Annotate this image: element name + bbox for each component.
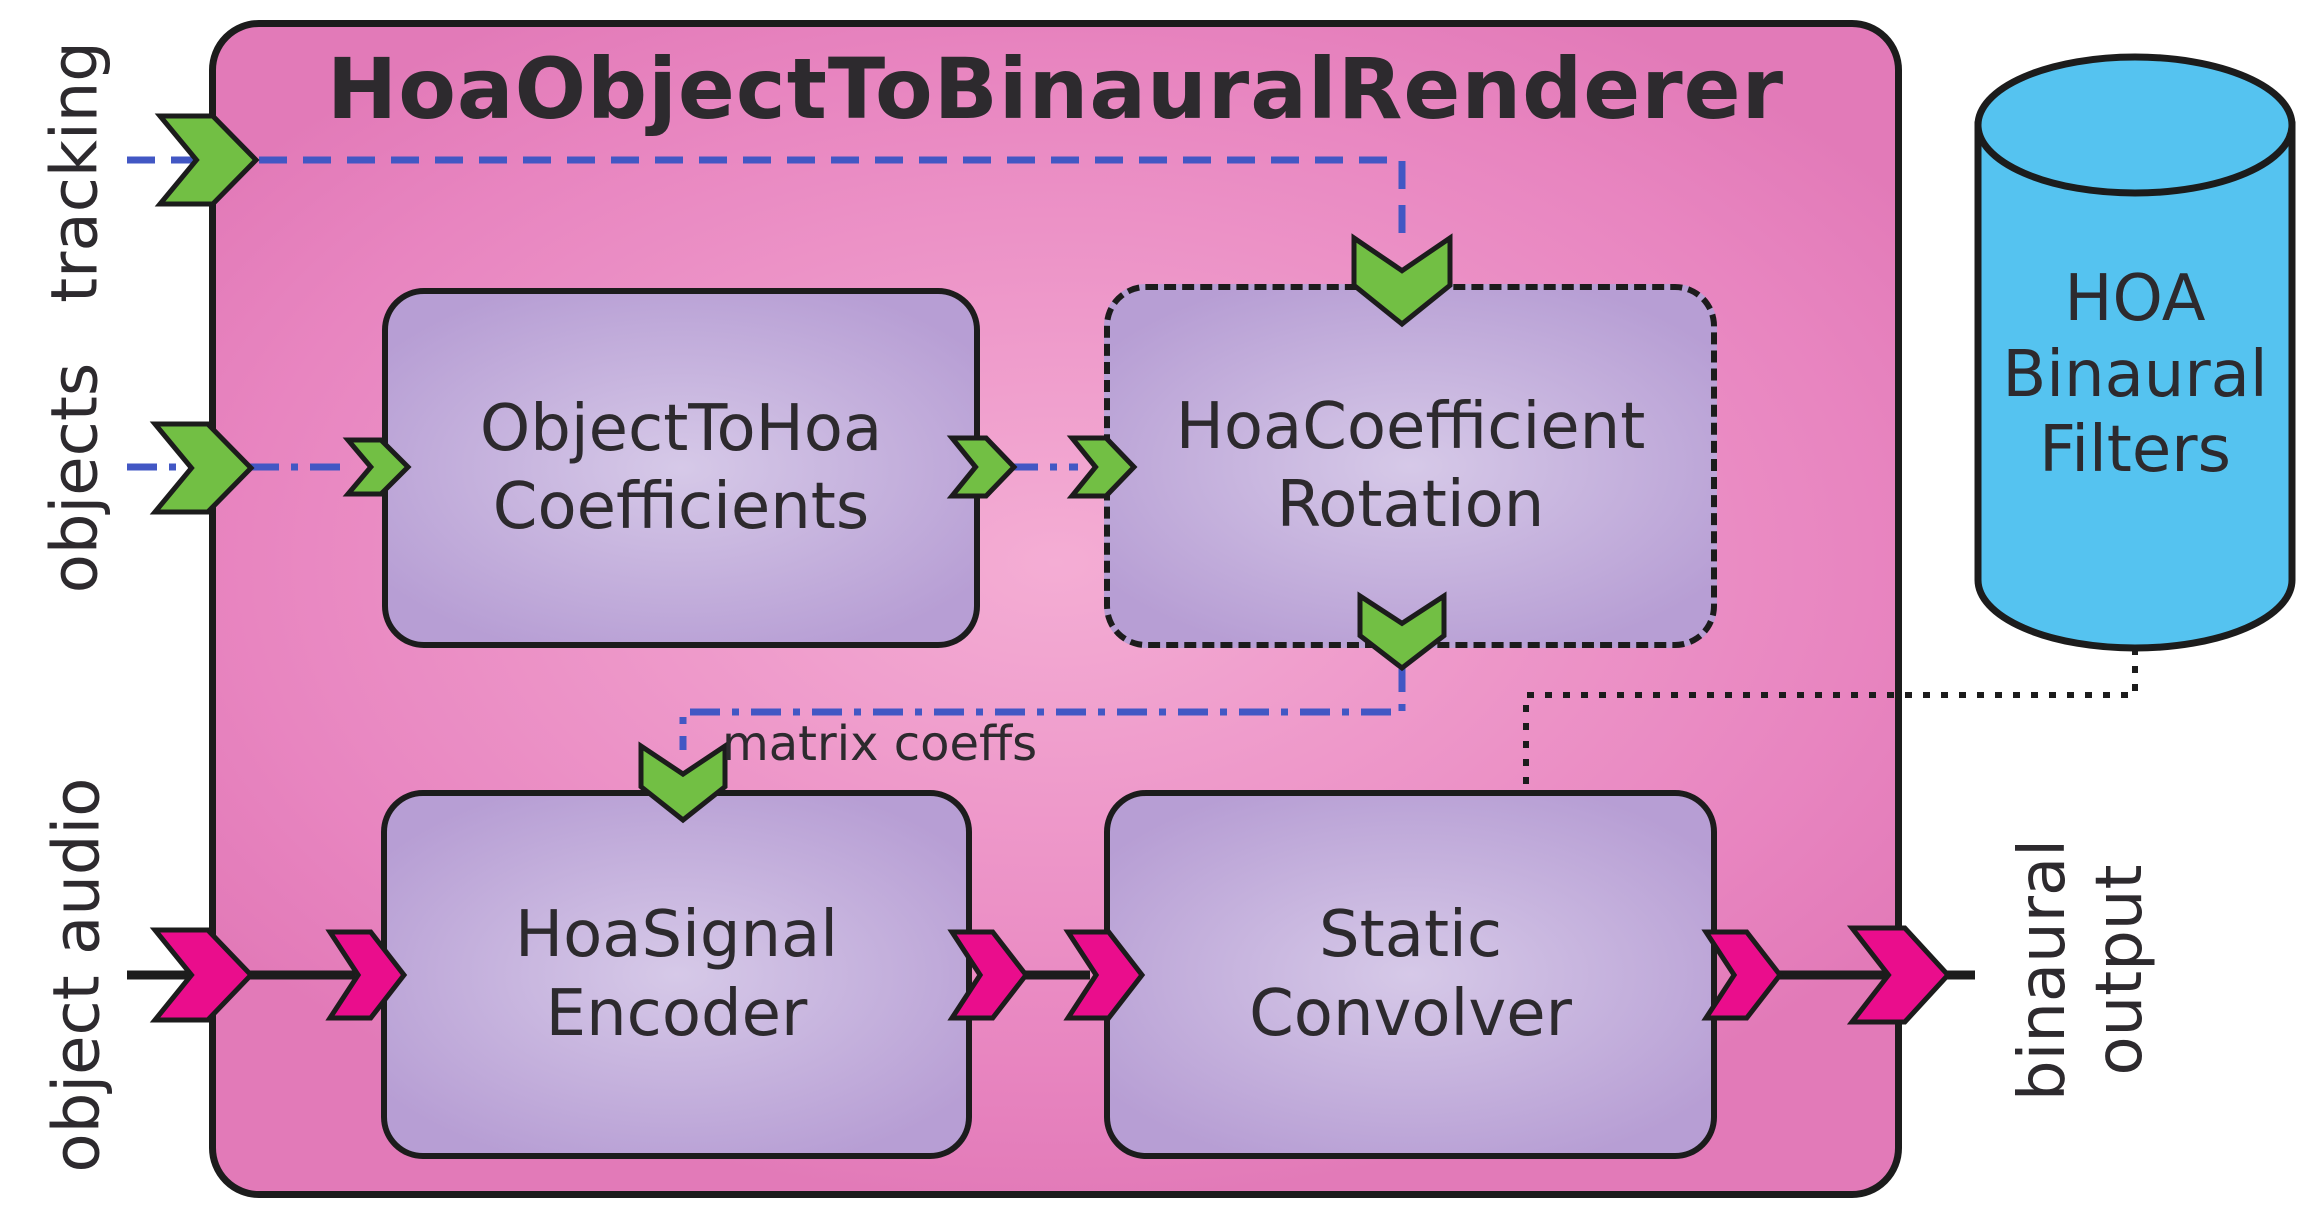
tracking-input-arrow-icon [154,113,260,207]
database-cylinder-top [1974,53,2296,197]
tracking-to-rotation-arrow-icon [1351,233,1453,328]
convolver-input-arrow-icon [1063,929,1146,1021]
matrix-coeffs-label: matrix coeffs [722,716,1038,772]
input-label-objects: objects [38,362,113,594]
diagram-title: HoaObjectToBinauralRenderer [326,40,1785,138]
objects-input-arrow-icon [149,421,255,515]
coefficients-output-arrow-icon [946,435,1018,499]
objects-to-coefficients-arrow-icon [342,437,412,497]
input-label-object-audio: object audio [40,777,115,1173]
rotation-output-arrow-icon [1357,591,1447,672]
filters-connection-line [1523,648,2138,788]
encoder-input-arrow-icon [325,929,408,1021]
audio-input-arrow-icon [149,927,255,1023]
database-cylinder-body [1974,121,2296,652]
input-label-tracking: tracking [38,41,113,303]
output-label-binaural-output: binaural output [2006,838,2157,1102]
rotation-input-arrow-icon [1066,435,1138,499]
block-object-to-hoa-coefficients: ObjectToHoa Coefficients [382,288,980,648]
convolver-output-arrow-icon [1701,929,1784,1021]
block-static-convolver: Static Convolver [1104,790,1717,1159]
block-hoa-signal-encoder: HoaSignal Encoder [381,790,972,1159]
database-label: HOA Binaural Filters [2002,262,2268,488]
tracking-connection-line [127,156,1406,246]
binaural-output-arrow-icon [1846,925,1952,1025]
matrix-coeffs-arrow-icon [638,741,728,824]
encoder-output-arrow-icon [947,929,1030,1021]
matrix-coeffs-line [679,662,1406,750]
